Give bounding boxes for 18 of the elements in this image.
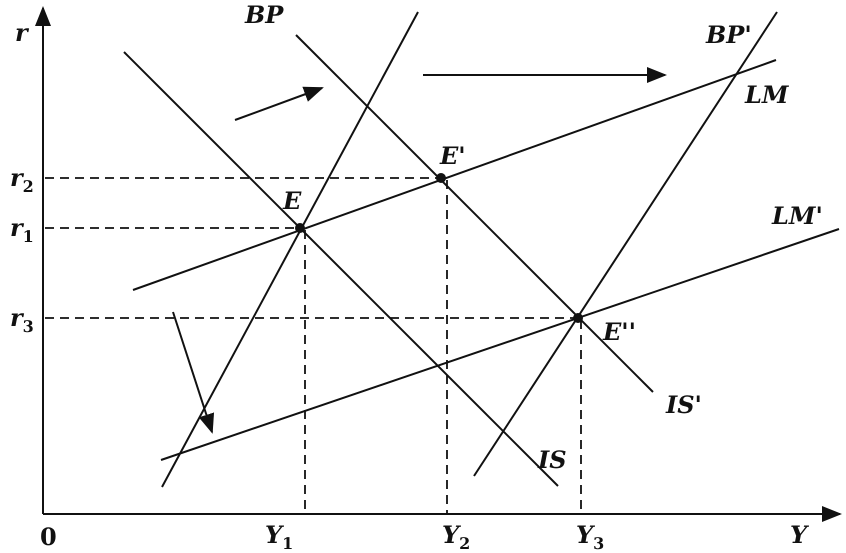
axis-tick-label: r$_{2}$ — [10, 165, 34, 198]
axis-tick-label: 0 — [40, 524, 57, 550]
axis-label: r — [15, 20, 28, 46]
point-label: E' — [440, 143, 466, 169]
curve-label: LM — [745, 82, 788, 108]
axis-tick-label: Y$_{1}$ — [265, 522, 294, 553]
axis-tick-label: r$_{3}$ — [10, 305, 34, 338]
curve-label: BP — [245, 2, 284, 28]
axis-tick-label: r$_{1}$ — [10, 215, 34, 248]
point-label: E'' — [603, 319, 636, 345]
curve-label: IS — [538, 447, 567, 473]
axis-tick-label: Y$_{2}$ — [442, 522, 470, 553]
curve-label: LM' — [772, 203, 823, 229]
axis-label: Y — [790, 522, 808, 548]
curve-label: IS' — [666, 392, 702, 418]
axis-tick-label: Y$_{3}$ — [576, 522, 604, 553]
point-label: E — [283, 188, 302, 214]
curve-label: BP' — [706, 22, 752, 48]
